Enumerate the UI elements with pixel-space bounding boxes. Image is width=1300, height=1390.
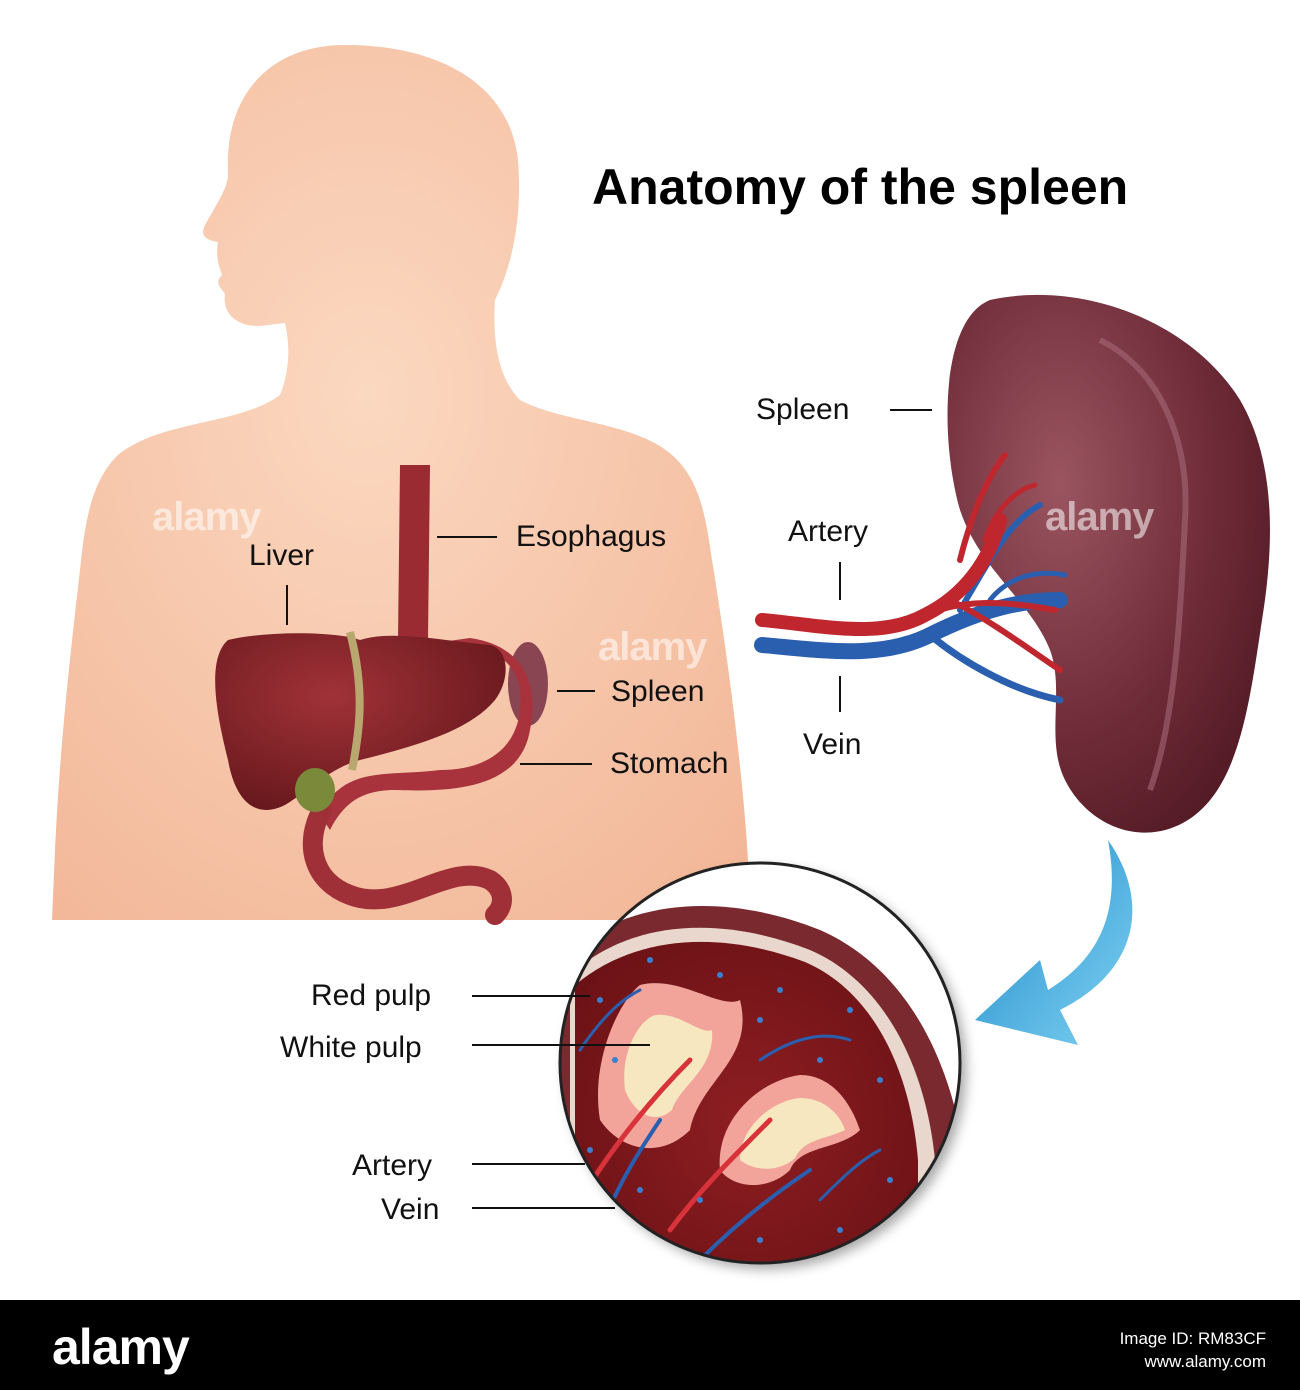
splenic-vessels [754,452,1068,704]
zoom-arrow [975,840,1133,1045]
spleen-anatomy-diagram [52,45,1270,1265]
lens-border [558,861,962,1265]
label-spleen-body: Spleen [611,675,705,708]
footer-bar [0,1300,1300,1390]
watermark: alamy [598,625,707,669]
label-liver: Liver [249,539,315,572]
body-leader-lines [286,536,595,765]
label-vein-section: Vein [381,1193,440,1226]
label-esophagus: Esophagus [516,520,667,553]
label-white-pulp: White pulp [280,1031,422,1064]
gallbladder [295,768,335,812]
watermark: alamy [1045,495,1154,539]
footer-site: www.alamy.com [1144,1352,1266,1371]
large-spleen [947,294,1270,833]
footer-logo: alamy [52,1319,190,1375]
cross-section-detail [560,863,960,1263]
label-vein-organ: Vein [803,728,862,761]
label-artery-section: Artery [352,1149,433,1182]
label-spleen-organ: Spleen [756,393,850,426]
watermark: alamy [152,495,261,539]
organ-leader-lines [839,409,932,712]
footer-image-id: Image ID: RM83CF [1119,1329,1266,1348]
label-stomach: Stomach [610,747,729,780]
esophagus [398,465,430,640]
section-leader-lines [472,995,650,1209]
stomach [302,638,533,925]
label-red-pulp: Red pulp [311,979,432,1012]
small-intestine [302,800,512,925]
label-artery-organ: Artery [788,515,869,548]
diagram-title: Anatomy of the spleen [592,159,1129,215]
liver [215,630,506,812]
